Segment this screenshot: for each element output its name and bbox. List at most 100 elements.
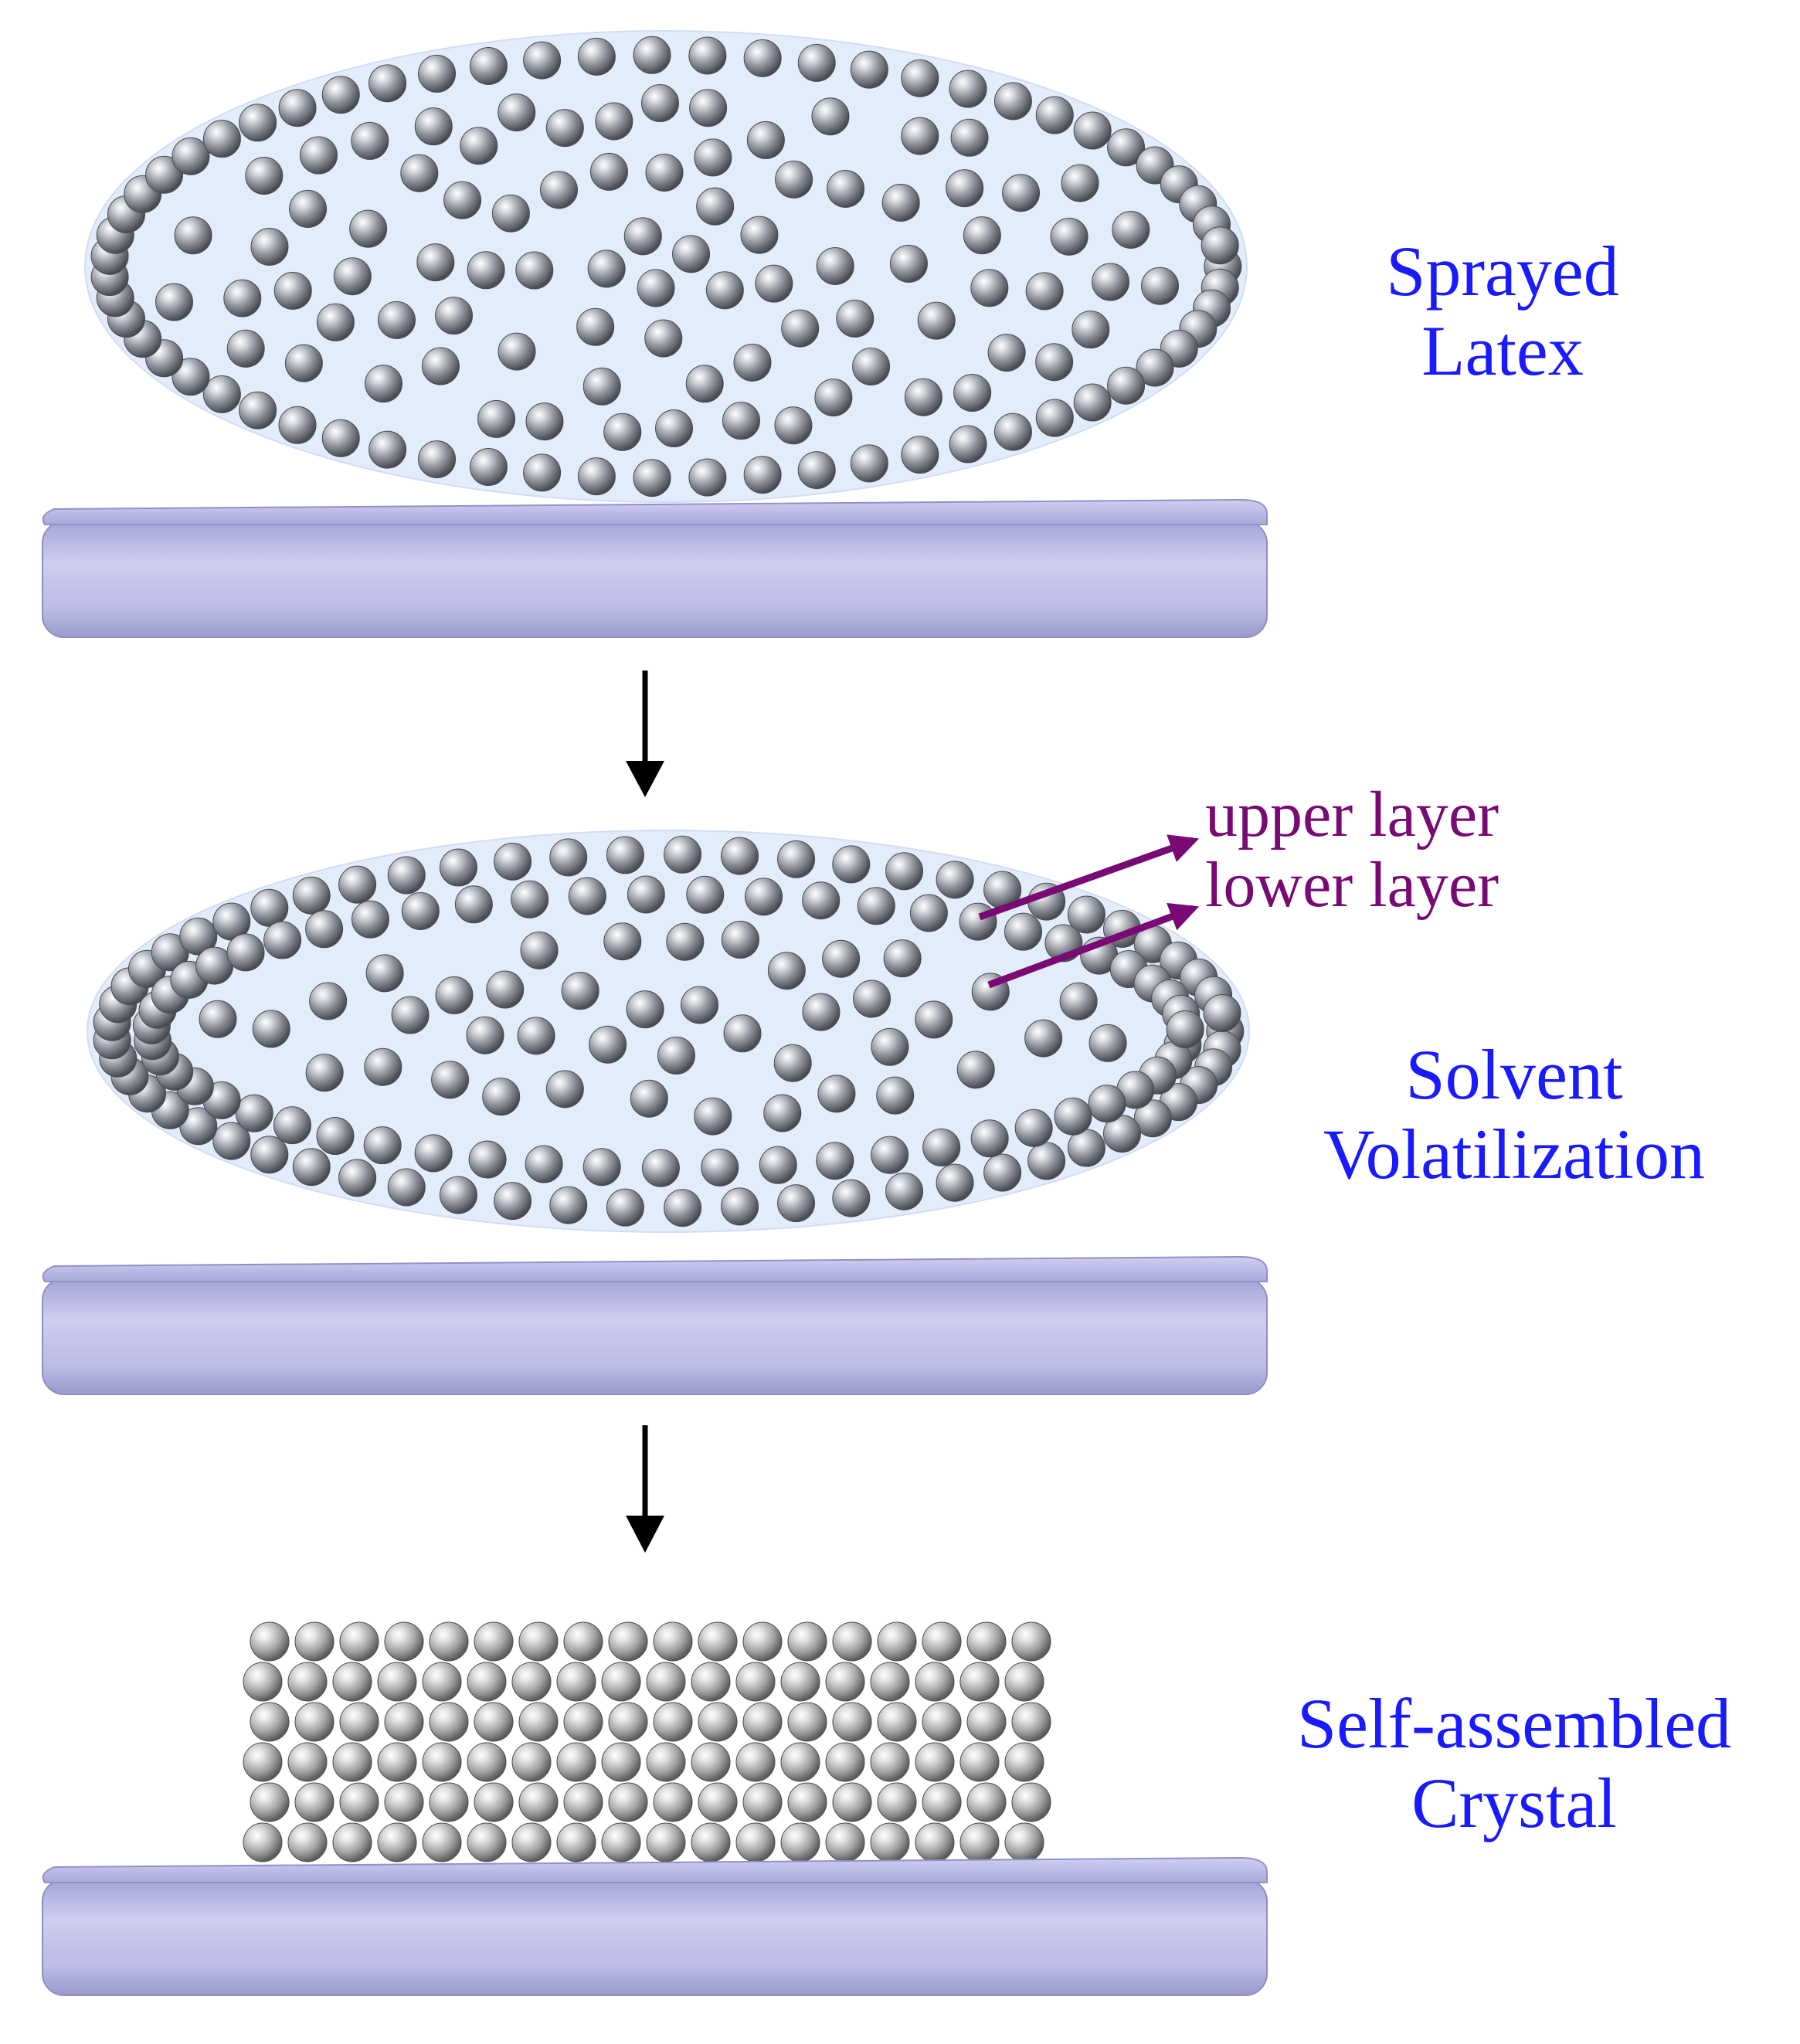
particle-sphere	[641, 1149, 680, 1187]
particle-sphere	[745, 878, 783, 916]
particle-sphere	[365, 954, 404, 993]
particle-sphere	[174, 216, 212, 255]
particle-sphere	[486, 970, 525, 1009]
particle-sphere	[870, 1822, 910, 1862]
annotation-upper-layer: upper layer	[1205, 779, 1499, 851]
particle-sphere	[870, 1662, 910, 1702]
particle-sphere	[351, 121, 389, 160]
particle-sphere	[338, 1159, 377, 1197]
particle-sphere	[832, 1702, 872, 1742]
particle-sphere	[691, 1662, 731, 1702]
latex-particles	[90, 36, 1242, 497]
particle-sphere	[721, 920, 759, 959]
particle-sphere	[721, 837, 759, 875]
particle-sphere	[688, 458, 727, 497]
particle-sphere	[626, 990, 664, 1029]
particle-sphere	[956, 1051, 995, 1089]
particle-sphere	[832, 1782, 872, 1822]
particle-sphere	[422, 1742, 462, 1782]
particle-sphere	[1035, 399, 1074, 437]
particle-sphere	[582, 367, 621, 406]
particle-sphere	[637, 269, 675, 307]
particle-sphere	[145, 155, 184, 194]
latex-particles-concentrated	[93, 835, 1245, 1227]
particle-sphere	[466, 1016, 504, 1054]
particle-sphere	[226, 329, 265, 368]
particle-sphere	[294, 1702, 335, 1742]
particle-sphere	[871, 1027, 909, 1066]
particle-sphere	[694, 138, 732, 177]
particle-sphere	[517, 1017, 555, 1055]
particle-sphere	[1004, 1662, 1044, 1702]
particle-sphere	[623, 217, 662, 256]
particle-sphere	[746, 121, 785, 159]
label-crystal-line-1: Self-assembled	[1296, 1684, 1732, 1763]
particle-sphere	[250, 888, 289, 927]
particle-sphere	[742, 1782, 783, 1822]
particle-sphere	[292, 1148, 331, 1187]
particle-sphere	[494, 1182, 532, 1221]
lower-layer-arrow	[987, 902, 1200, 989]
particle-sphere	[742, 1621, 783, 1662]
particle-sphere	[429, 1702, 469, 1742]
particle-sphere	[850, 444, 888, 483]
particle-sphere	[816, 246, 854, 285]
particle-sphere	[1107, 366, 1146, 405]
particle-sphere	[563, 1621, 603, 1662]
particle-sphere	[384, 1702, 424, 1742]
particle-sphere	[587, 250, 626, 288]
particle-sphere	[421, 347, 460, 385]
particle-sphere	[694, 1097, 732, 1136]
particle-sphere	[316, 1117, 355, 1156]
substrate-body	[42, 1879, 1268, 1996]
particle-sphere	[511, 1742, 552, 1782]
particle-sphere	[250, 1136, 289, 1174]
particle-sphere	[549, 1186, 588, 1224]
particle-sphere	[539, 171, 578, 209]
particle-sphere	[223, 279, 262, 317]
particle-sphere	[1004, 1822, 1044, 1862]
particle-sphere	[1067, 895, 1105, 934]
particle-sphere	[817, 1075, 856, 1113]
particle-sphere	[644, 319, 683, 358]
particle-sphere	[832, 1179, 871, 1217]
substrate-body	[42, 1278, 1268, 1395]
particle-sphere	[966, 1782, 1007, 1822]
particle-sphere	[577, 457, 616, 496]
particle-sphere	[780, 1662, 820, 1702]
particle-sphere	[883, 939, 922, 978]
particle-sphere	[250, 1621, 290, 1662]
particle-sphere	[294, 1782, 335, 1822]
particle-sphere	[601, 1662, 641, 1702]
particle-sphere	[689, 89, 728, 127]
particle-sphere	[299, 136, 338, 175]
particle-sphere	[1073, 111, 1112, 150]
particle-sphere	[850, 50, 888, 89]
particle-sphere	[959, 902, 997, 941]
particle-sphere	[387, 1168, 426, 1207]
particle-sphere	[202, 120, 241, 158]
particle-sphere	[316, 303, 355, 341]
particle-sphere	[802, 993, 841, 1031]
particle-sphere	[332, 1822, 372, 1862]
particle-sphere	[467, 1662, 507, 1702]
particle-sphere	[949, 70, 987, 108]
particle-sphere	[701, 1148, 739, 1187]
particle-sphere	[474, 1621, 514, 1662]
particle-sphere	[1166, 1010, 1204, 1048]
particle-sphere	[582, 1148, 621, 1187]
particle-sphere	[1073, 383, 1112, 422]
particle-sphere	[263, 921, 302, 959]
particle-sphere	[563, 1782, 603, 1822]
particle-sphere	[970, 1119, 1009, 1158]
particle-sphere	[414, 1134, 453, 1173]
particle-sphere	[443, 181, 482, 219]
particle-sphere	[273, 271, 312, 310]
upper-layer-arrow	[978, 834, 1200, 921]
particle-sphere	[777, 840, 816, 878]
particle-sphere	[568, 877, 606, 915]
particle-sphere	[1061, 164, 1099, 202]
particle-sphere	[556, 1742, 596, 1782]
particle-sphere	[384, 1782, 424, 1822]
particle-sphere	[832, 1621, 872, 1662]
